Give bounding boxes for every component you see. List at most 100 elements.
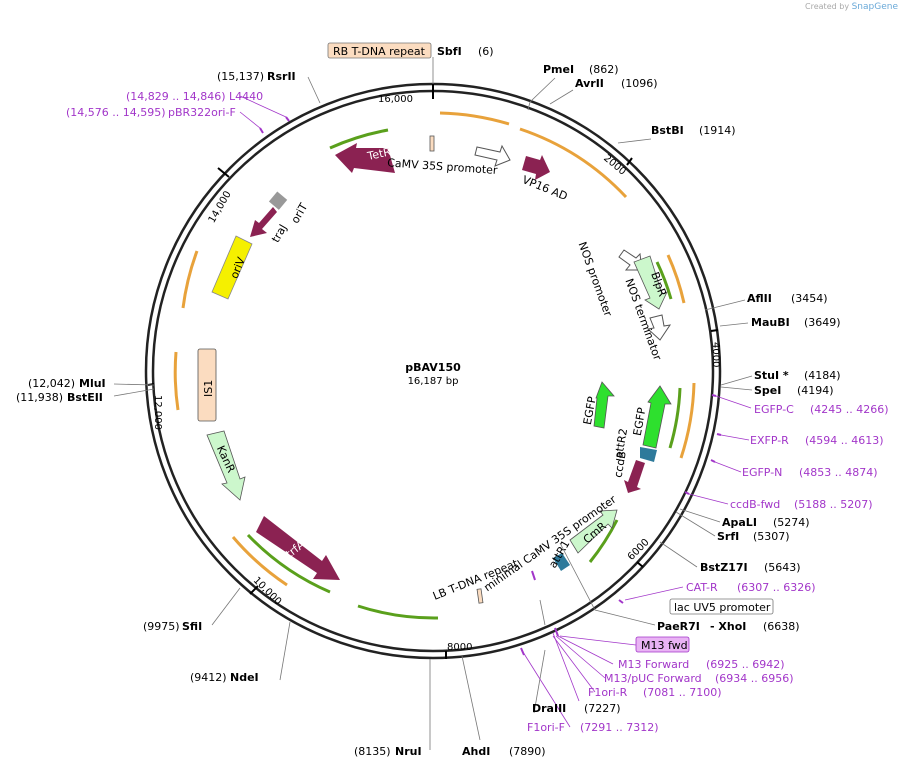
primer-m13-puc: M13/pUC Forward xyxy=(604,672,702,685)
site-bsteii: BstEII xyxy=(67,391,103,404)
tick-12000: 12,000 xyxy=(152,395,163,430)
arc-orange-blpr xyxy=(666,254,686,304)
primer-cat-r: CAT-R xyxy=(686,581,718,594)
site-bstz17i-pos: (5643) xyxy=(764,561,801,574)
arc-orange-oriv xyxy=(181,250,199,309)
arc-green-cmr xyxy=(588,519,619,563)
oriv-box xyxy=(211,235,253,300)
snapgene-credit: Created by SnapGene xyxy=(805,2,898,12)
camv35s-label: CaMV 35S promoter xyxy=(387,156,499,177)
primer-mark-egfp-n xyxy=(710,459,716,463)
site-ndei: NdeI xyxy=(230,671,259,684)
attr2-box xyxy=(640,447,657,462)
site-sbfi-pos: (6) xyxy=(478,45,494,58)
site-pmei: PmeI xyxy=(543,63,574,76)
primer-f1ori-f-pos: (7291 .. 7312) xyxy=(580,721,659,734)
traj-label: traJ xyxy=(269,222,290,245)
ccdb-arrow xyxy=(624,460,645,493)
m13-fwd-label: M13 fwd xyxy=(641,639,688,652)
site-bstbi-pos: (1914) xyxy=(699,124,736,137)
tick-14000: 14,000 xyxy=(207,189,234,225)
primer-mark-f1ori-f xyxy=(520,647,525,656)
primer-m13-forward-pos: (6925 .. 6942) xyxy=(706,658,785,671)
cmr-arrow xyxy=(569,509,618,554)
site-bstz17i: BstZ17I xyxy=(700,561,748,574)
ruler-ticks xyxy=(147,84,719,659)
orit-label: oriT xyxy=(289,201,311,226)
site-stui: StuI * xyxy=(754,369,789,382)
site-xhoi: - XhoI xyxy=(710,620,746,633)
trfa-arrow xyxy=(256,516,340,580)
plasmid-size: 16,187 bp xyxy=(408,376,459,387)
egfp2-label: EGFP xyxy=(631,406,649,437)
primer-exfp-r: EXFP-R xyxy=(750,434,789,447)
blpr-arrow xyxy=(633,255,668,310)
vp16-label: VP16 AD xyxy=(520,173,569,203)
site-maubi-pos: (3649) xyxy=(804,316,841,329)
primer-mark-exfp-r xyxy=(716,433,722,436)
site-stui-pos: (4184) xyxy=(804,369,841,382)
site-avrii: AvrII xyxy=(575,77,604,90)
site-leaders xyxy=(113,57,753,750)
site-bstbi: BstBI xyxy=(651,124,684,137)
site-nrui-pos: (8135) xyxy=(354,745,391,758)
tick-16000: 16,000 xyxy=(378,94,413,105)
site-ahdi-pos: (7890) xyxy=(509,745,546,758)
site-sfii-pos: (9975) xyxy=(143,620,180,633)
site-rsrii: RsrII xyxy=(267,70,296,83)
primer-cat-r-pos: (6307 .. 6326) xyxy=(737,581,816,594)
traj-arrow xyxy=(250,207,277,237)
arc-green-trfa xyxy=(246,533,331,594)
site-bsteii-pos: (11,938) xyxy=(16,391,63,404)
primer-f1ori-r-pos: (7081 .. 7100) xyxy=(643,686,722,699)
primer-f1ori-r: F1ori-R xyxy=(588,686,628,699)
rb-tdna-label: RB T-DNA repeat xyxy=(333,45,426,58)
snapgene-logo-text: SnapGene xyxy=(851,2,898,12)
primer-ccdb-fwd-pos: (5188 .. 5207) xyxy=(794,498,873,511)
primer-mark-egfp-c xyxy=(711,394,717,397)
site-srfi-pos: (5307) xyxy=(753,530,790,543)
arc-orange-is1 xyxy=(173,351,180,411)
site-avrii-pos: (1096) xyxy=(621,77,658,90)
arc-orange-trfa xyxy=(231,536,288,587)
site-sbfi: SbfI xyxy=(437,45,462,58)
primer-exfp-r-pos: (4594 .. 4613) xyxy=(805,434,884,447)
arc-green-blpr xyxy=(655,261,673,300)
lb-tdna-mark xyxy=(476,588,484,604)
features xyxy=(197,116,722,656)
primer-mark-pbr322 xyxy=(259,127,264,134)
arc-orange-top xyxy=(439,111,510,126)
site-mlui-pos: (12,042) xyxy=(28,377,75,390)
site-apali-pos: (5274) xyxy=(773,516,810,529)
tick-8000: 8000 xyxy=(447,642,472,653)
plasmid-name: pBAV150 xyxy=(405,361,461,374)
site-draiii-pos: (7227) xyxy=(584,702,621,715)
site-draiii: DraIII xyxy=(532,702,566,715)
is1-box xyxy=(197,348,217,422)
attr2-label: attR2 xyxy=(612,427,630,459)
primer-mark-m13 xyxy=(554,627,559,637)
site-maubi: MauBI xyxy=(751,316,790,329)
feature-arcs xyxy=(173,111,696,620)
site-pmei-pos: (862) xyxy=(589,63,619,76)
primer-pbr322-pos: (14,576 .. 14,595) xyxy=(66,106,166,119)
site-aflii: AflII xyxy=(747,292,772,305)
primer-pbr322: pBR322ori-F xyxy=(168,106,236,119)
camv35s-arrow xyxy=(474,144,511,167)
site-aflii-pos: (3454) xyxy=(791,292,828,305)
site-srfi: SrfI xyxy=(717,530,739,543)
site-paer7i: PaeR7I xyxy=(657,620,700,633)
site-rsrii-pos: (15,137) xyxy=(217,70,264,83)
arc-green-bottom xyxy=(357,604,439,620)
primer-leaders xyxy=(239,95,752,728)
is1-label: IS1 xyxy=(202,380,215,397)
arc-orange-2000 xyxy=(519,127,628,199)
primer-m13-forward: M13 Forward xyxy=(618,658,689,671)
egfp1-arrow xyxy=(593,381,615,429)
rb-tdna-mark xyxy=(429,135,435,152)
tetr-label: TetR xyxy=(365,145,392,163)
tick-4000: 4000 xyxy=(710,342,721,367)
arc-green-egfp xyxy=(668,387,682,449)
primer-egfp-c: EGFP-C xyxy=(754,403,794,416)
